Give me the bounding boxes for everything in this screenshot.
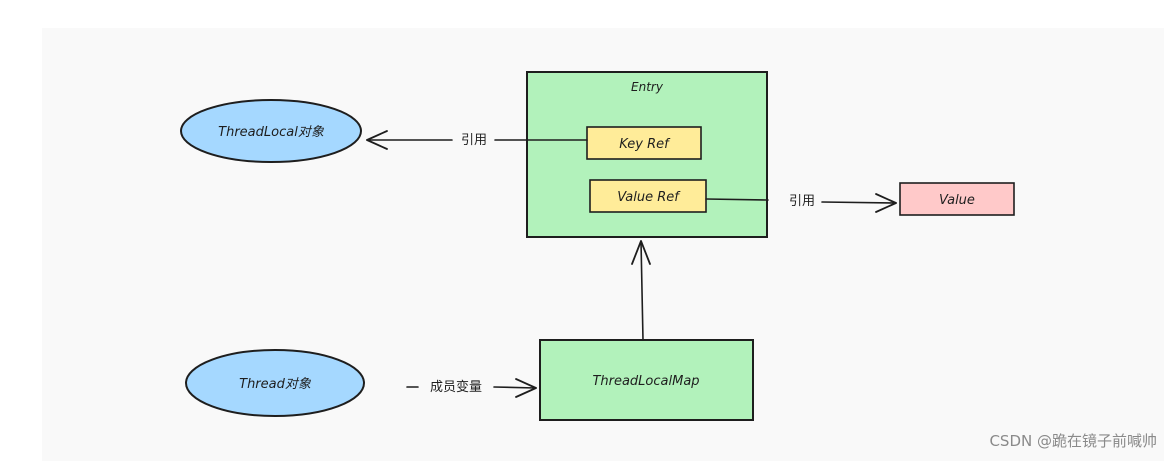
threadlocal-map-label: ThreadLocalMap — [592, 374, 699, 389]
value-label: Value — [939, 193, 975, 208]
edge-label-reference-2: 引用 — [789, 194, 815, 209]
arrowhead-up-icon — [631, 240, 651, 265]
watermark-text: CSDN @跪在镜子前喊帅 — [989, 432, 1157, 450]
value-ref-label: Value Ref — [617, 190, 681, 205]
thread-object-label: Thread对象 — [239, 377, 312, 392]
key-ref-label: Key Ref — [619, 137, 671, 152]
entry-label: Entry — [631, 80, 664, 94]
threadlocal-object-node: ThreadLocal对象 — [180, 99, 362, 163]
value-ref-node: Value Ref — [589, 179, 707, 213]
arrowhead-right-icon — [515, 378, 537, 398]
thread-object-shape — [185, 349, 365, 417]
edge-line — [705, 198, 769, 201]
edge-map-to-entry — [631, 240, 651, 341]
threadlocal-map-node: ThreadLocalMap — [539, 339, 754, 421]
arrowhead-left-icon — [366, 130, 388, 150]
threadlocal-object-label: ThreadLocal对象 — [218, 125, 325, 140]
value-ref-shape — [589, 179, 707, 213]
edge-line — [640, 240, 644, 341]
key-ref-shape — [586, 126, 702, 160]
edge-line — [493, 386, 537, 389]
edge-label-member-variable: 成员变量 — [430, 379, 482, 395]
key-ref-node: Key Ref — [586, 126, 702, 160]
value-shape — [899, 182, 1015, 216]
edge-value-ref-to-value: 引用 — [705, 193, 897, 213]
arrowhead-right-icon — [875, 193, 897, 213]
edge-label-reference-1: 引用 — [461, 133, 487, 148]
edge-line — [821, 201, 897, 204]
value-node: Value — [899, 182, 1015, 216]
edge-thread-to-map: 成员变量 — [406, 378, 537, 398]
edge-key-ref-to-threadlocal: 引用 — [366, 130, 588, 150]
threadlocal-map-shape — [539, 339, 754, 421]
thread-object-node: Thread对象 — [185, 349, 365, 417]
threadlocal-object-shape — [180, 99, 362, 163]
